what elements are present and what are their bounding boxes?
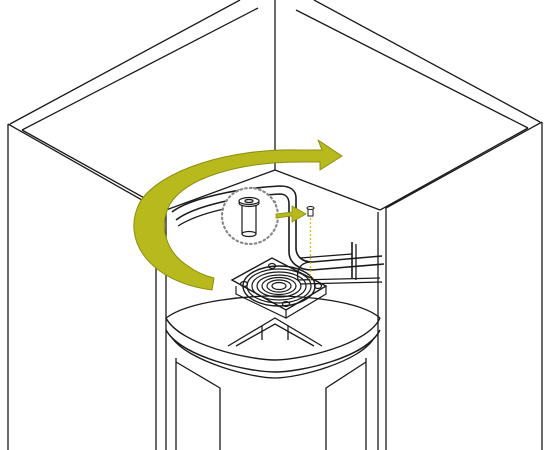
pivot-callout <box>220 186 280 246</box>
pivot-pin <box>306 206 315 282</box>
left-panel-front-edge <box>7 123 157 450</box>
cabinet-top-left-edge <box>9 0 241 125</box>
callout-pointer-arrow-icon <box>275 205 307 223</box>
cabinet-top-right-inner-edge <box>295 9 529 129</box>
right-panel-front-edge <box>385 121 543 450</box>
cabinet-top-left-inner-edge <box>21 7 259 131</box>
cabinet-top-right-edge <box>313 0 541 123</box>
lazy-susan-shelf <box>165 295 381 379</box>
turntable-bearing-icon <box>230 257 328 319</box>
cabinet-back-panels <box>165 169 381 211</box>
curved-arrow-icon <box>133 139 343 291</box>
pivot-bushing-icon <box>238 196 260 238</box>
